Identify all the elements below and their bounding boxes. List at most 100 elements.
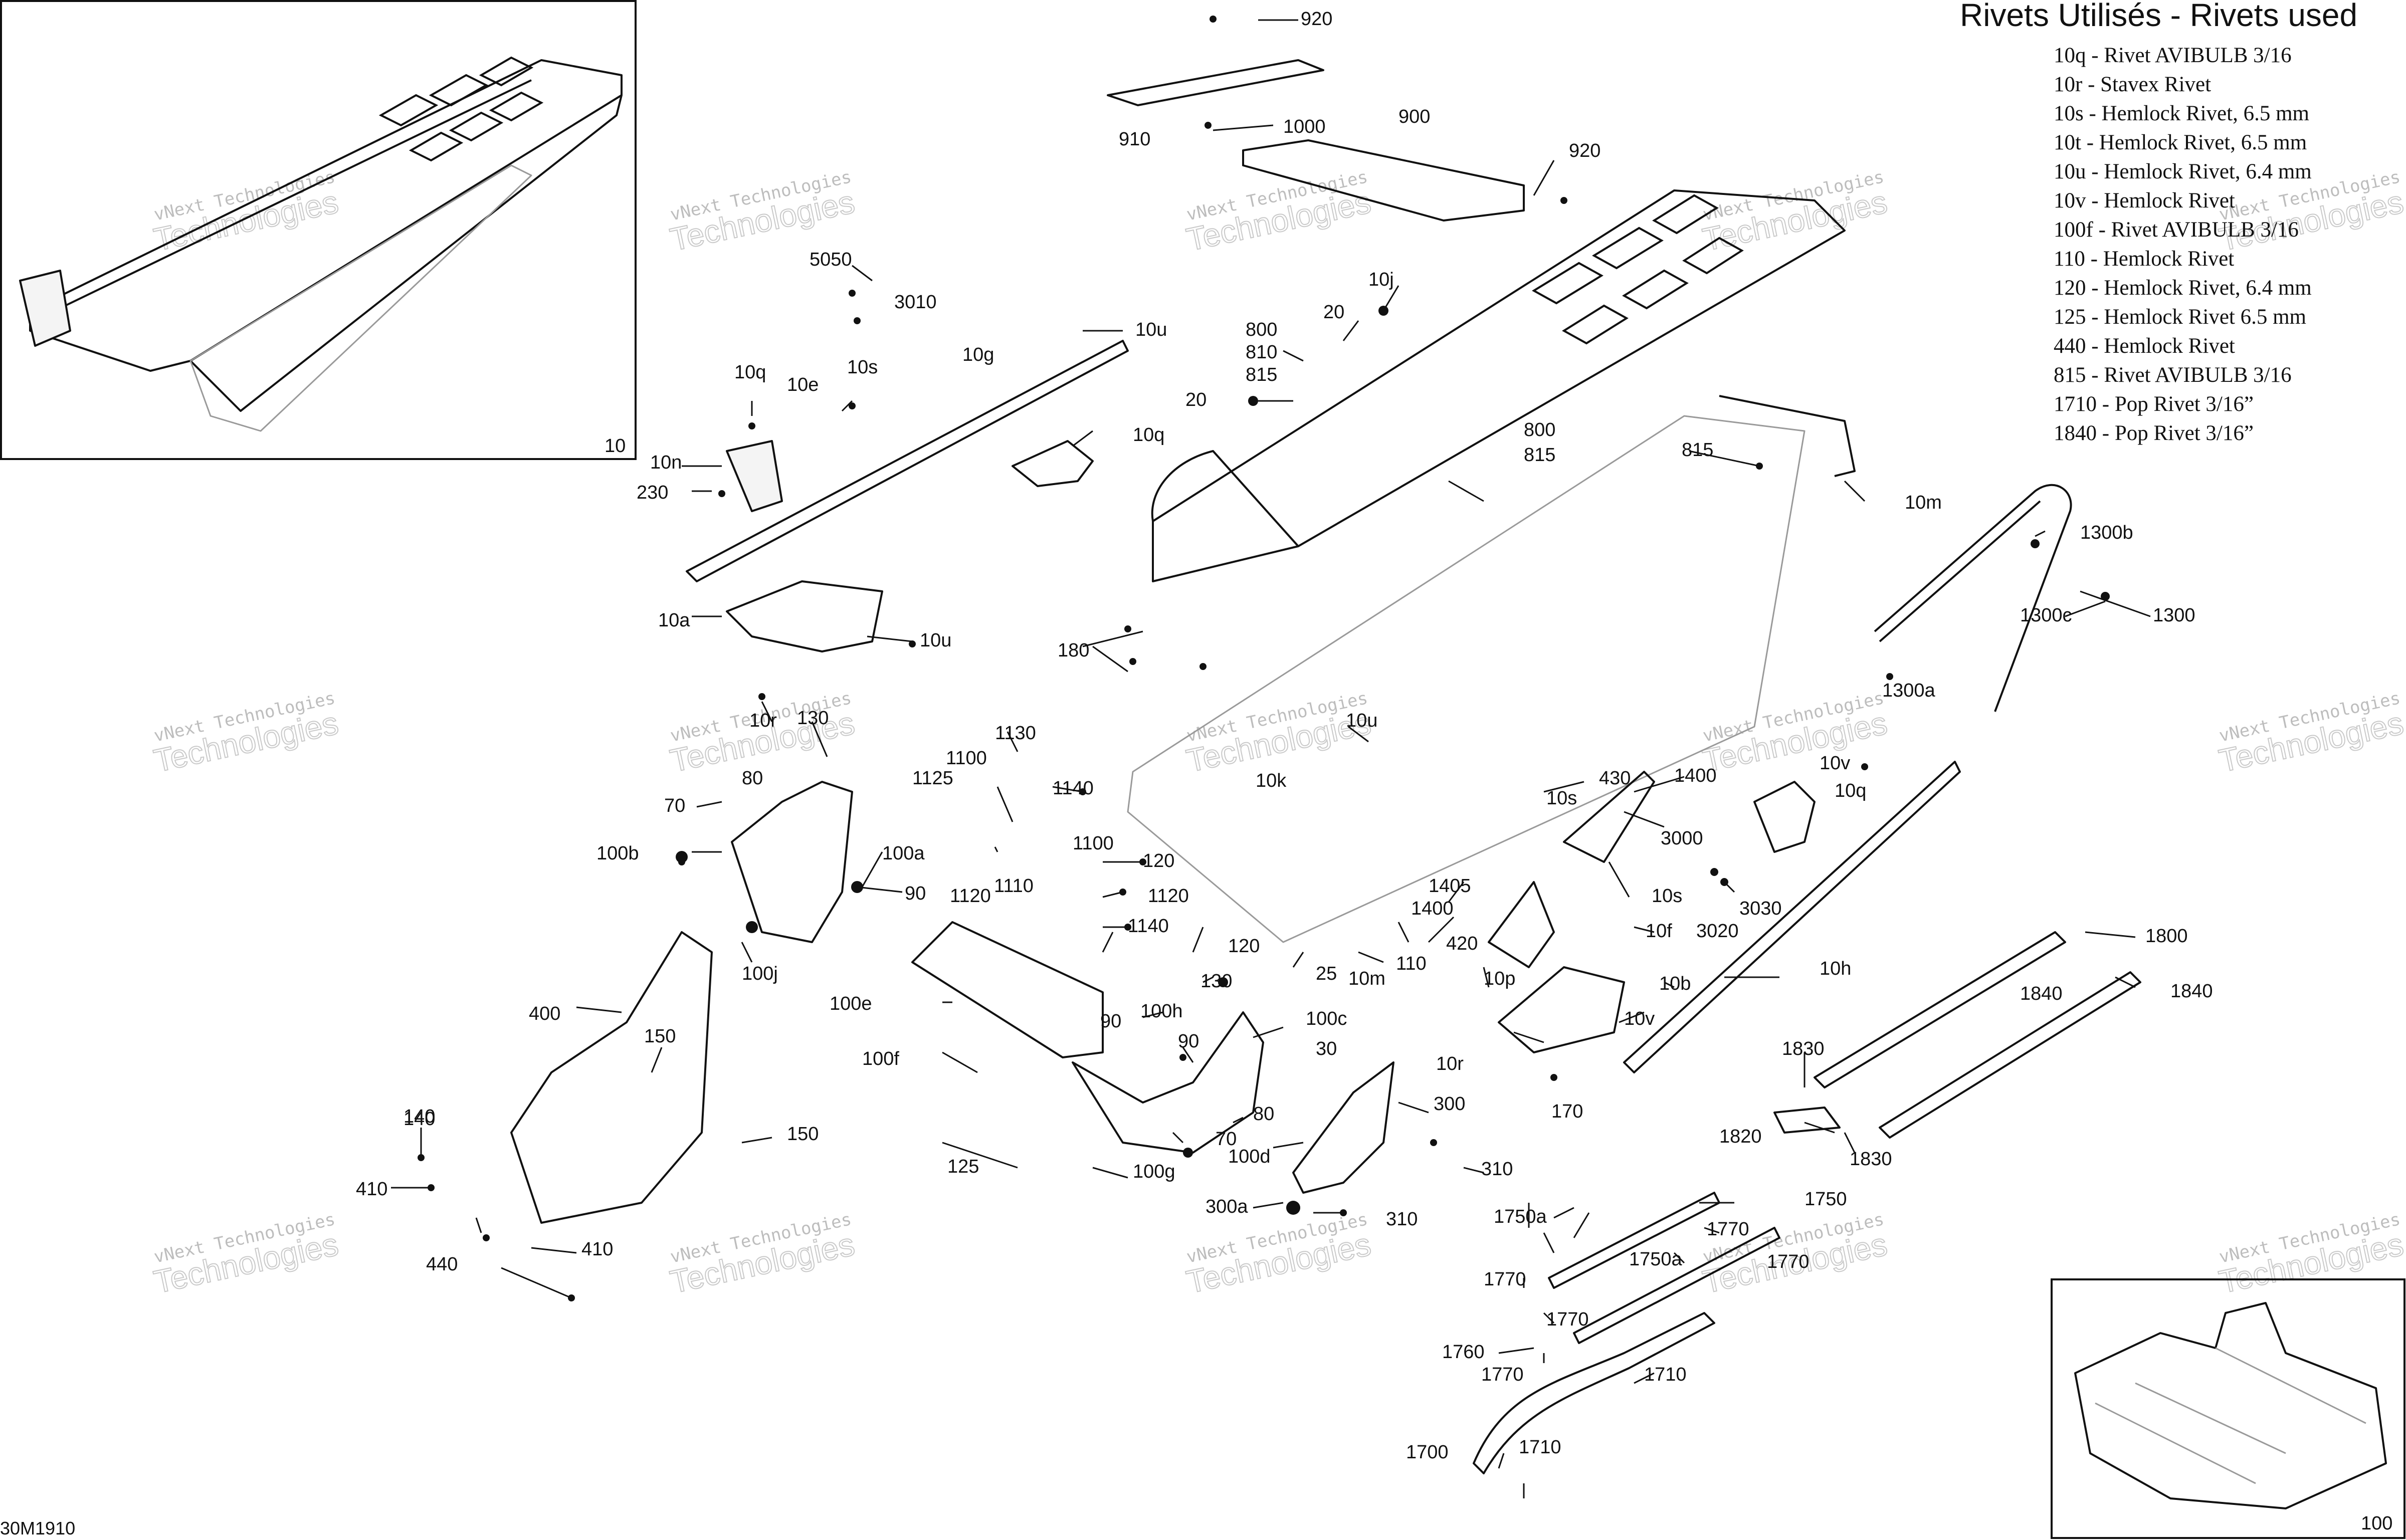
- callout: 1710: [1519, 1437, 1561, 1458]
- tunnel-corner-bracket: [19, 270, 71, 347]
- frame-300: [1292, 1061, 1394, 1194]
- watermark: vNext Technologies Technologies: [667, 167, 858, 258]
- callout: 100g: [1133, 1161, 1175, 1182]
- callout: 5050: [810, 249, 852, 270]
- callout: 815: [1246, 364, 1277, 385]
- leader-lines: [391, 19, 2151, 1498]
- callout: 1770: [1767, 1251, 1810, 1272]
- callout: 815: [1682, 439, 1713, 461]
- reinforcement-bar-900: [1242, 139, 1525, 222]
- watermark: vNext Technologies Technologies: [1183, 688, 1374, 779]
- rail-1750-lower: [1573, 1227, 1780, 1344]
- callout: 1760: [1442, 1342, 1485, 1363]
- rail-10g: [686, 340, 1129, 582]
- callout: 90: [905, 883, 926, 904]
- callout: 1300a: [1882, 680, 1936, 701]
- callout: 100d: [1228, 1146, 1271, 1167]
- callout: 420: [1446, 933, 1478, 954]
- tunnel-ghost-body: [1127, 415, 1806, 943]
- callout: 10v: [1820, 753, 1850, 774]
- legend-row: 10v - Hemlock Rivet: [2054, 189, 2235, 212]
- watermark: vNext Technologies Technologies: [150, 167, 342, 258]
- callout: 100c: [1306, 1008, 1347, 1029]
- callout: 10m: [1905, 492, 1942, 513]
- callout: 10f: [1646, 921, 1672, 942]
- bracket-1820: [1773, 1107, 1841, 1134]
- callout: 1130: [995, 723, 1036, 744]
- callout: 300: [1434, 1093, 1465, 1115]
- callout: 10k: [1256, 770, 1287, 791]
- corner-guard-10n: [726, 440, 783, 512]
- callout: 1405: [1429, 875, 1471, 897]
- callout: 1750: [1804, 1189, 1847, 1210]
- rail-10h: [1623, 761, 1961, 1073]
- front-frame-100a: [731, 781, 853, 943]
- callout: 800: [1524, 419, 1555, 441]
- callout: 1300: [2153, 605, 2195, 626]
- callout: 1110: [994, 875, 1034, 897]
- callout: 120: [1228, 936, 1260, 957]
- callout: 10u: [920, 630, 951, 651]
- callout: 100f: [862, 1048, 899, 1069]
- inset-assembled-frame: 100: [2051, 1278, 2405, 1539]
- callout: 90: [1178, 1031, 1199, 1052]
- callout: 20: [1185, 389, 1207, 410]
- legend-row: 10q - Rivet AVIBULB 3/16: [2054, 44, 2292, 67]
- callout: 3000: [1661, 828, 1703, 849]
- watermark: vNext Technologies Technologies: [1699, 167, 1891, 258]
- inset-frame: [0, 0, 637, 460]
- bracket-10m: [1719, 395, 1856, 477]
- callout: 810: [1246, 342, 1277, 363]
- callout: 140: [404, 1106, 435, 1127]
- inset-label: 100: [2361, 1513, 2392, 1534]
- legend-row: 100f - Rivet AVIBULB 3/16: [2054, 218, 2299, 242]
- rail-1800-upper: [1814, 931, 2066, 1088]
- callout: 920: [1569, 140, 1600, 161]
- plate-10q-right: [1753, 781, 1816, 853]
- callout: 10u: [1346, 710, 1377, 731]
- callout: 150: [787, 1124, 819, 1145]
- callout: 10p: [1484, 968, 1515, 989]
- callout: 70: [1216, 1129, 1237, 1150]
- callout: 1710: [1644, 1364, 1687, 1385]
- tunnel-side-panel: [189, 164, 532, 432]
- legend-row: 125 - Hemlock Rivet 6.5 mm: [2054, 305, 2306, 329]
- callout: 80: [1253, 1104, 1274, 1125]
- tunnel-vent-slot: [378, 56, 544, 162]
- front-frame-400: [510, 931, 713, 1224]
- rail-1750-upper: [1548, 1192, 1720, 1289]
- callout: 3010: [894, 292, 937, 313]
- callout: 10e: [787, 374, 819, 395]
- callout: 10h: [1820, 958, 1851, 979]
- callout: 10b: [1659, 973, 1691, 994]
- callout: 10a: [658, 610, 690, 631]
- callout: 1800: [2145, 926, 2188, 947]
- watermark: vNext Technologies Technologies: [667, 1209, 858, 1300]
- callout: 1300b: [2080, 522, 2133, 543]
- callout: 170: [1551, 1101, 1583, 1122]
- plate-10q: [1012, 440, 1094, 487]
- callout: 100a: [882, 843, 925, 864]
- callout: 310: [1386, 1209, 1418, 1230]
- callout: 100b: [596, 843, 639, 864]
- callout: 10r: [749, 710, 777, 731]
- watermark: vNext Technologies Technologies: [150, 1209, 342, 1300]
- callout: 1100: [946, 748, 987, 769]
- callout: 430: [1599, 768, 1631, 789]
- legend-row: 120 - Hemlock Rivet, 6.4 mm: [2054, 276, 2312, 300]
- callout: 1820: [1719, 1126, 1762, 1147]
- watermark: vNext Technologies Technologies: [1183, 1209, 1374, 1300]
- legend-title: Rivets Utilisés - Rivets used: [1960, 0, 2357, 33]
- callout: 10n: [650, 452, 682, 473]
- callout: 900: [1398, 106, 1430, 127]
- callout: 150: [644, 1026, 676, 1047]
- frame-inner-lines: [2095, 1347, 2366, 1484]
- tunnel-top-panel: [1152, 189, 1846, 582]
- inset-label: 10: [605, 435, 626, 457]
- callout: 100e: [830, 993, 872, 1014]
- callout: 10v: [1624, 1008, 1655, 1029]
- callout: 1400: [1674, 765, 1717, 786]
- callout: 815: [1524, 445, 1555, 466]
- callout: 310: [1481, 1159, 1513, 1180]
- legend-row: 440 - Hemlock Rivet: [2054, 334, 2235, 358]
